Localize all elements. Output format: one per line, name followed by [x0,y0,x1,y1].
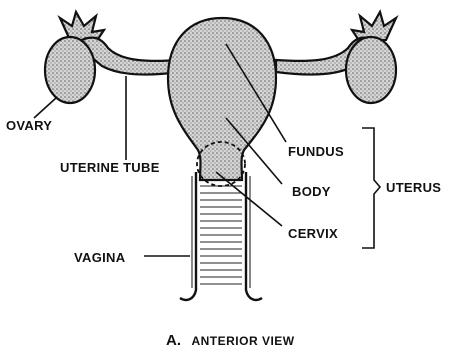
vagina [180,172,262,300]
caption-text: ANTERIOR VIEW [191,334,294,348]
caption-letter: A. [166,332,181,349]
uterus-bracket [362,128,380,248]
ovary-leader [34,98,56,118]
figure-caption: A. ANTERIOR VIEW [166,332,295,349]
right-ovary [346,37,396,103]
ovary-label: OVARY [6,118,52,133]
uterine-tube-label: UTERINE TUBE [60,160,160,175]
uterus-label: UTERUS [386,180,441,195]
vagina-label: VAGINA [74,250,126,265]
cervix-label: CERVIX [288,226,338,241]
fundus-label: FUNDUS [288,144,344,159]
left-ovary [45,37,95,103]
body-label: BODY [292,184,331,199]
